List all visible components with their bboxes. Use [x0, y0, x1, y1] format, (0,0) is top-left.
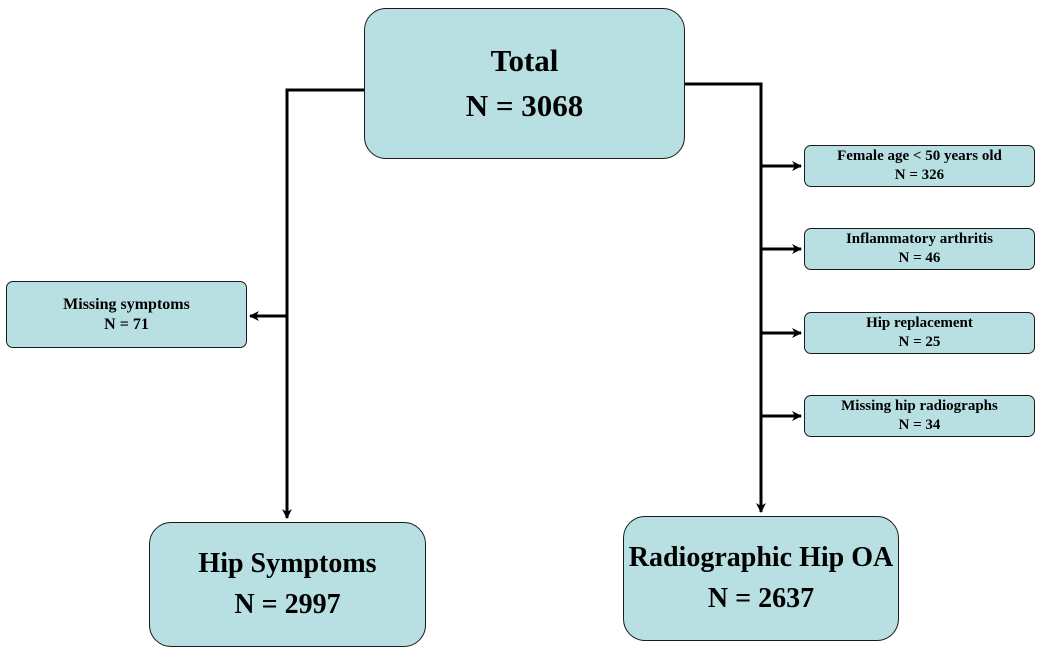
- total-count: N = 3068: [465, 87, 584, 123]
- hip-replacement-box: Hip replacement N = 25: [804, 312, 1035, 354]
- missing-symptoms-title: Missing symptoms: [63, 295, 190, 313]
- inflammatory-arthritis-title: Inflammatory arthritis: [845, 230, 994, 247]
- radiographic-hip-oa-count: N = 2637: [707, 582, 815, 614]
- female-age-title: Female age < 50 years old: [837, 147, 1002, 164]
- female-age-box: Female age < 50 years old N = 326: [804, 145, 1035, 187]
- hip-replacement-count: N = 25: [898, 334, 941, 350]
- connector-total-to-radiographic: [685, 82, 766, 513]
- female-age-count: N = 326: [894, 167, 945, 183]
- missing-hip-radiographs-count: N = 34: [898, 417, 941, 433]
- radiographic-hip-oa-title: Radiographic Hip OA: [628, 541, 894, 573]
- radiographic-hip-oa-box: Radiographic Hip OA N = 2637: [623, 516, 899, 641]
- hip-symptoms-box: Hip Symptoms N = 2997: [149, 522, 426, 647]
- total-box: Total N = 3068: [364, 8, 685, 159]
- inflammatory-arthritis-count: N = 46: [898, 250, 941, 266]
- missing-hip-radiographs-title: Missing hip radiographs: [841, 397, 998, 414]
- hip-symptoms-title: Hip Symptoms: [198, 547, 377, 579]
- missing-symptoms-count: N = 71: [104, 315, 149, 333]
- hip-symptoms-count: N = 2997: [234, 588, 341, 620]
- inflammatory-arthritis-box: Inflammatory arthritis N = 46: [804, 228, 1035, 270]
- hip-replacement-title: Hip replacement: [866, 314, 973, 331]
- connector-total-to-hip-symptoms: [282, 88, 364, 519]
- total-title: Total: [490, 42, 559, 78]
- missing-symptoms-box: Missing symptoms N = 71: [6, 281, 247, 348]
- missing-hip-radiographs-box: Missing hip radiographs N = 34: [804, 395, 1035, 437]
